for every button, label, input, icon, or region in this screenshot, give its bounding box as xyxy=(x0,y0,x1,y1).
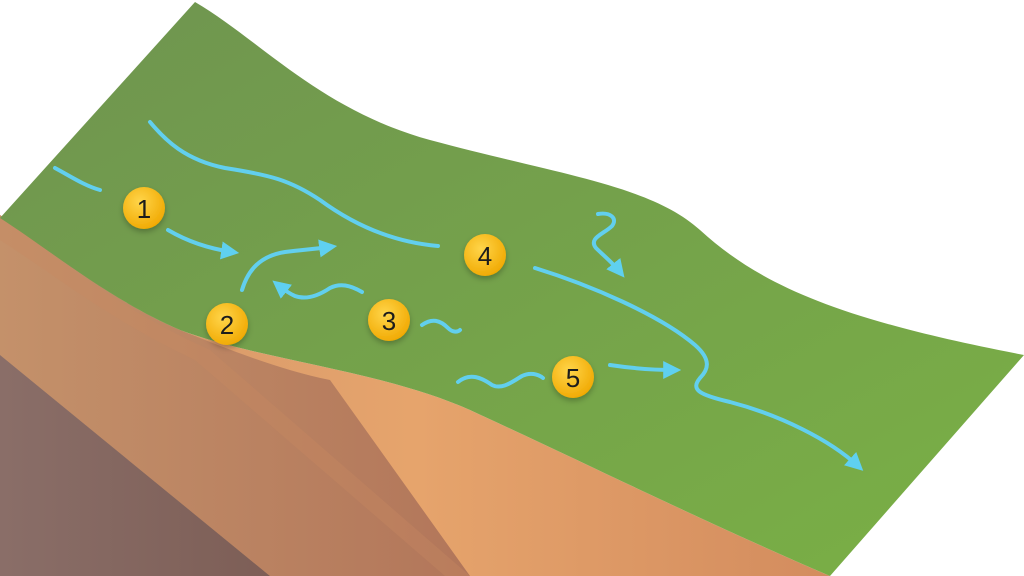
flow-5-ripple xyxy=(456,371,545,389)
marker-1-label: 1 xyxy=(137,194,151,224)
flow-3-ripple xyxy=(420,318,462,334)
soil-stripe xyxy=(0,215,470,576)
marker-2[interactable]: 2 xyxy=(206,303,248,345)
marker-5-label: 5 xyxy=(566,363,580,393)
marker-5-circle xyxy=(552,356,594,398)
flow-5-arrow xyxy=(608,360,682,379)
flow-4-river xyxy=(533,266,864,471)
marker-3[interactable]: 3 xyxy=(368,299,410,341)
marker-1-circle xyxy=(123,187,165,229)
flow-3-arrow xyxy=(272,280,364,300)
marker-2-label: 2 xyxy=(220,310,234,340)
flow-1-inlet xyxy=(53,166,102,192)
marker-4-circle xyxy=(464,234,506,276)
marker-1[interactable]: 1 xyxy=(123,187,165,229)
rock-layer xyxy=(0,355,270,576)
flow-2-arrow xyxy=(240,239,338,292)
marker-4-label: 4 xyxy=(478,241,492,271)
marker-3-label: 3 xyxy=(382,306,396,336)
water-flows xyxy=(53,120,864,471)
marker-4[interactable]: 4 xyxy=(464,234,506,276)
marker-5[interactable]: 5 xyxy=(552,356,594,398)
flow-4-drip xyxy=(592,211,625,278)
flow-1-arrow xyxy=(166,228,240,260)
soil-layer-middle xyxy=(0,215,470,576)
marker-3-circle xyxy=(368,299,410,341)
flow-4-channel xyxy=(148,120,440,248)
marker-2-circle xyxy=(206,303,248,345)
